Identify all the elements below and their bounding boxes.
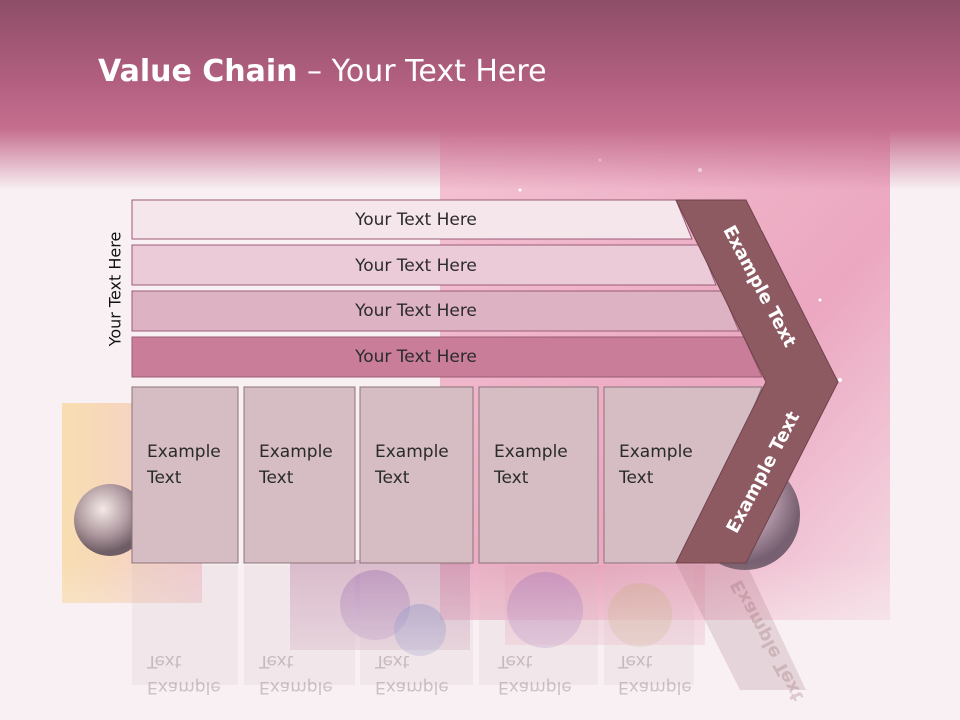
box-5-reflection-line2: Text — [618, 651, 653, 671]
box-3-reflection: Example Text — [375, 640, 449, 700]
box-2-reflection-line2: Text — [259, 651, 294, 671]
box-1-reflection-line1: Example — [147, 677, 221, 697]
box-2-reflection-line1: Example — [259, 677, 333, 697]
box-shape-3 — [359, 386, 474, 564]
box-4-line2: Text — [494, 468, 529, 488]
bar-1[interactable]: Your Text Here — [132, 200, 700, 240]
bar-shape-4 — [131, 336, 763, 378]
chevron-shape — [675, 199, 839, 564]
box-2-line2: Text — [259, 468, 294, 488]
bar-3-label: Your Text Here — [355, 301, 477, 321]
bar-4-label: Your Text Here — [355, 347, 477, 367]
bar-shape-3 — [131, 290, 740, 332]
box-5-line1: Example — [619, 442, 693, 462]
box-5-line2: Text — [619, 468, 654, 488]
box-1-line2: Text — [147, 468, 182, 488]
box-4-reflection-line1: Example — [498, 677, 572, 697]
box-3-reflection-line1: Example — [375, 677, 449, 697]
box-4-reflection: Example Text — [498, 640, 572, 700]
header-band — [0, 0, 960, 190]
box-2-reflection: Example Text — [259, 640, 333, 700]
bar-4[interactable]: Your Text Here — [132, 337, 700, 377]
bar-2-label: Your Text Here — [355, 256, 477, 276]
box-1-reflection-line2: Text — [147, 651, 182, 671]
box-3-line1: Example — [375, 442, 449, 462]
bar-3[interactable]: Your Text Here — [132, 291, 700, 331]
box-3-line2: Text — [375, 468, 410, 488]
bar-2[interactable]: Your Text Here — [132, 246, 700, 286]
box-5-reflection-line1: Example — [618, 677, 692, 697]
box-4-reflection-line2: Text — [498, 651, 533, 671]
box-shape-4 — [478, 386, 599, 564]
box-shape-2 — [243, 386, 356, 564]
bar-1-label: Your Text Here — [355, 210, 477, 230]
chevron-reflection — [676, 563, 806, 690]
bar-shape-1 — [131, 199, 693, 240]
box-5-reflection: Example Text — [618, 640, 692, 700]
box-4-line1: Example — [494, 442, 568, 462]
title-bold: Value Chain — [98, 54, 298, 89]
title-rest: – Your Text Here — [297, 54, 547, 89]
box-2-line1: Example — [259, 442, 333, 462]
box-1-reflection: Example Text — [147, 640, 221, 700]
bar-shape-2 — [131, 244, 717, 286]
box-shape-1 — [131, 386, 239, 564]
box-3-reflection-line2: Text — [375, 651, 410, 671]
slide-title: Value Chain – Your Text Here — [98, 54, 547, 89]
box-1-line1: Example — [147, 442, 221, 462]
